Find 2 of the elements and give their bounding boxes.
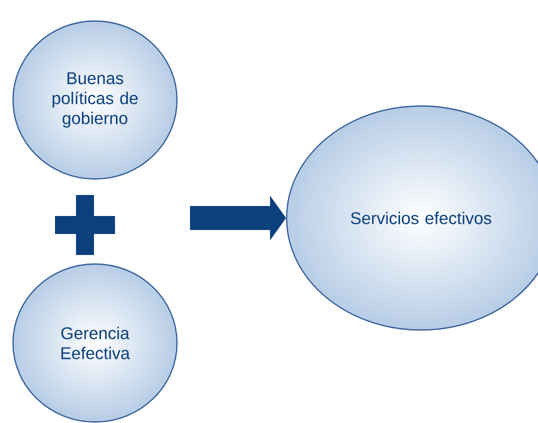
circle-node: Gerencia Eefectiva [12,263,178,423]
circle-node: Buenas políticas de gobierno [12,20,178,180]
